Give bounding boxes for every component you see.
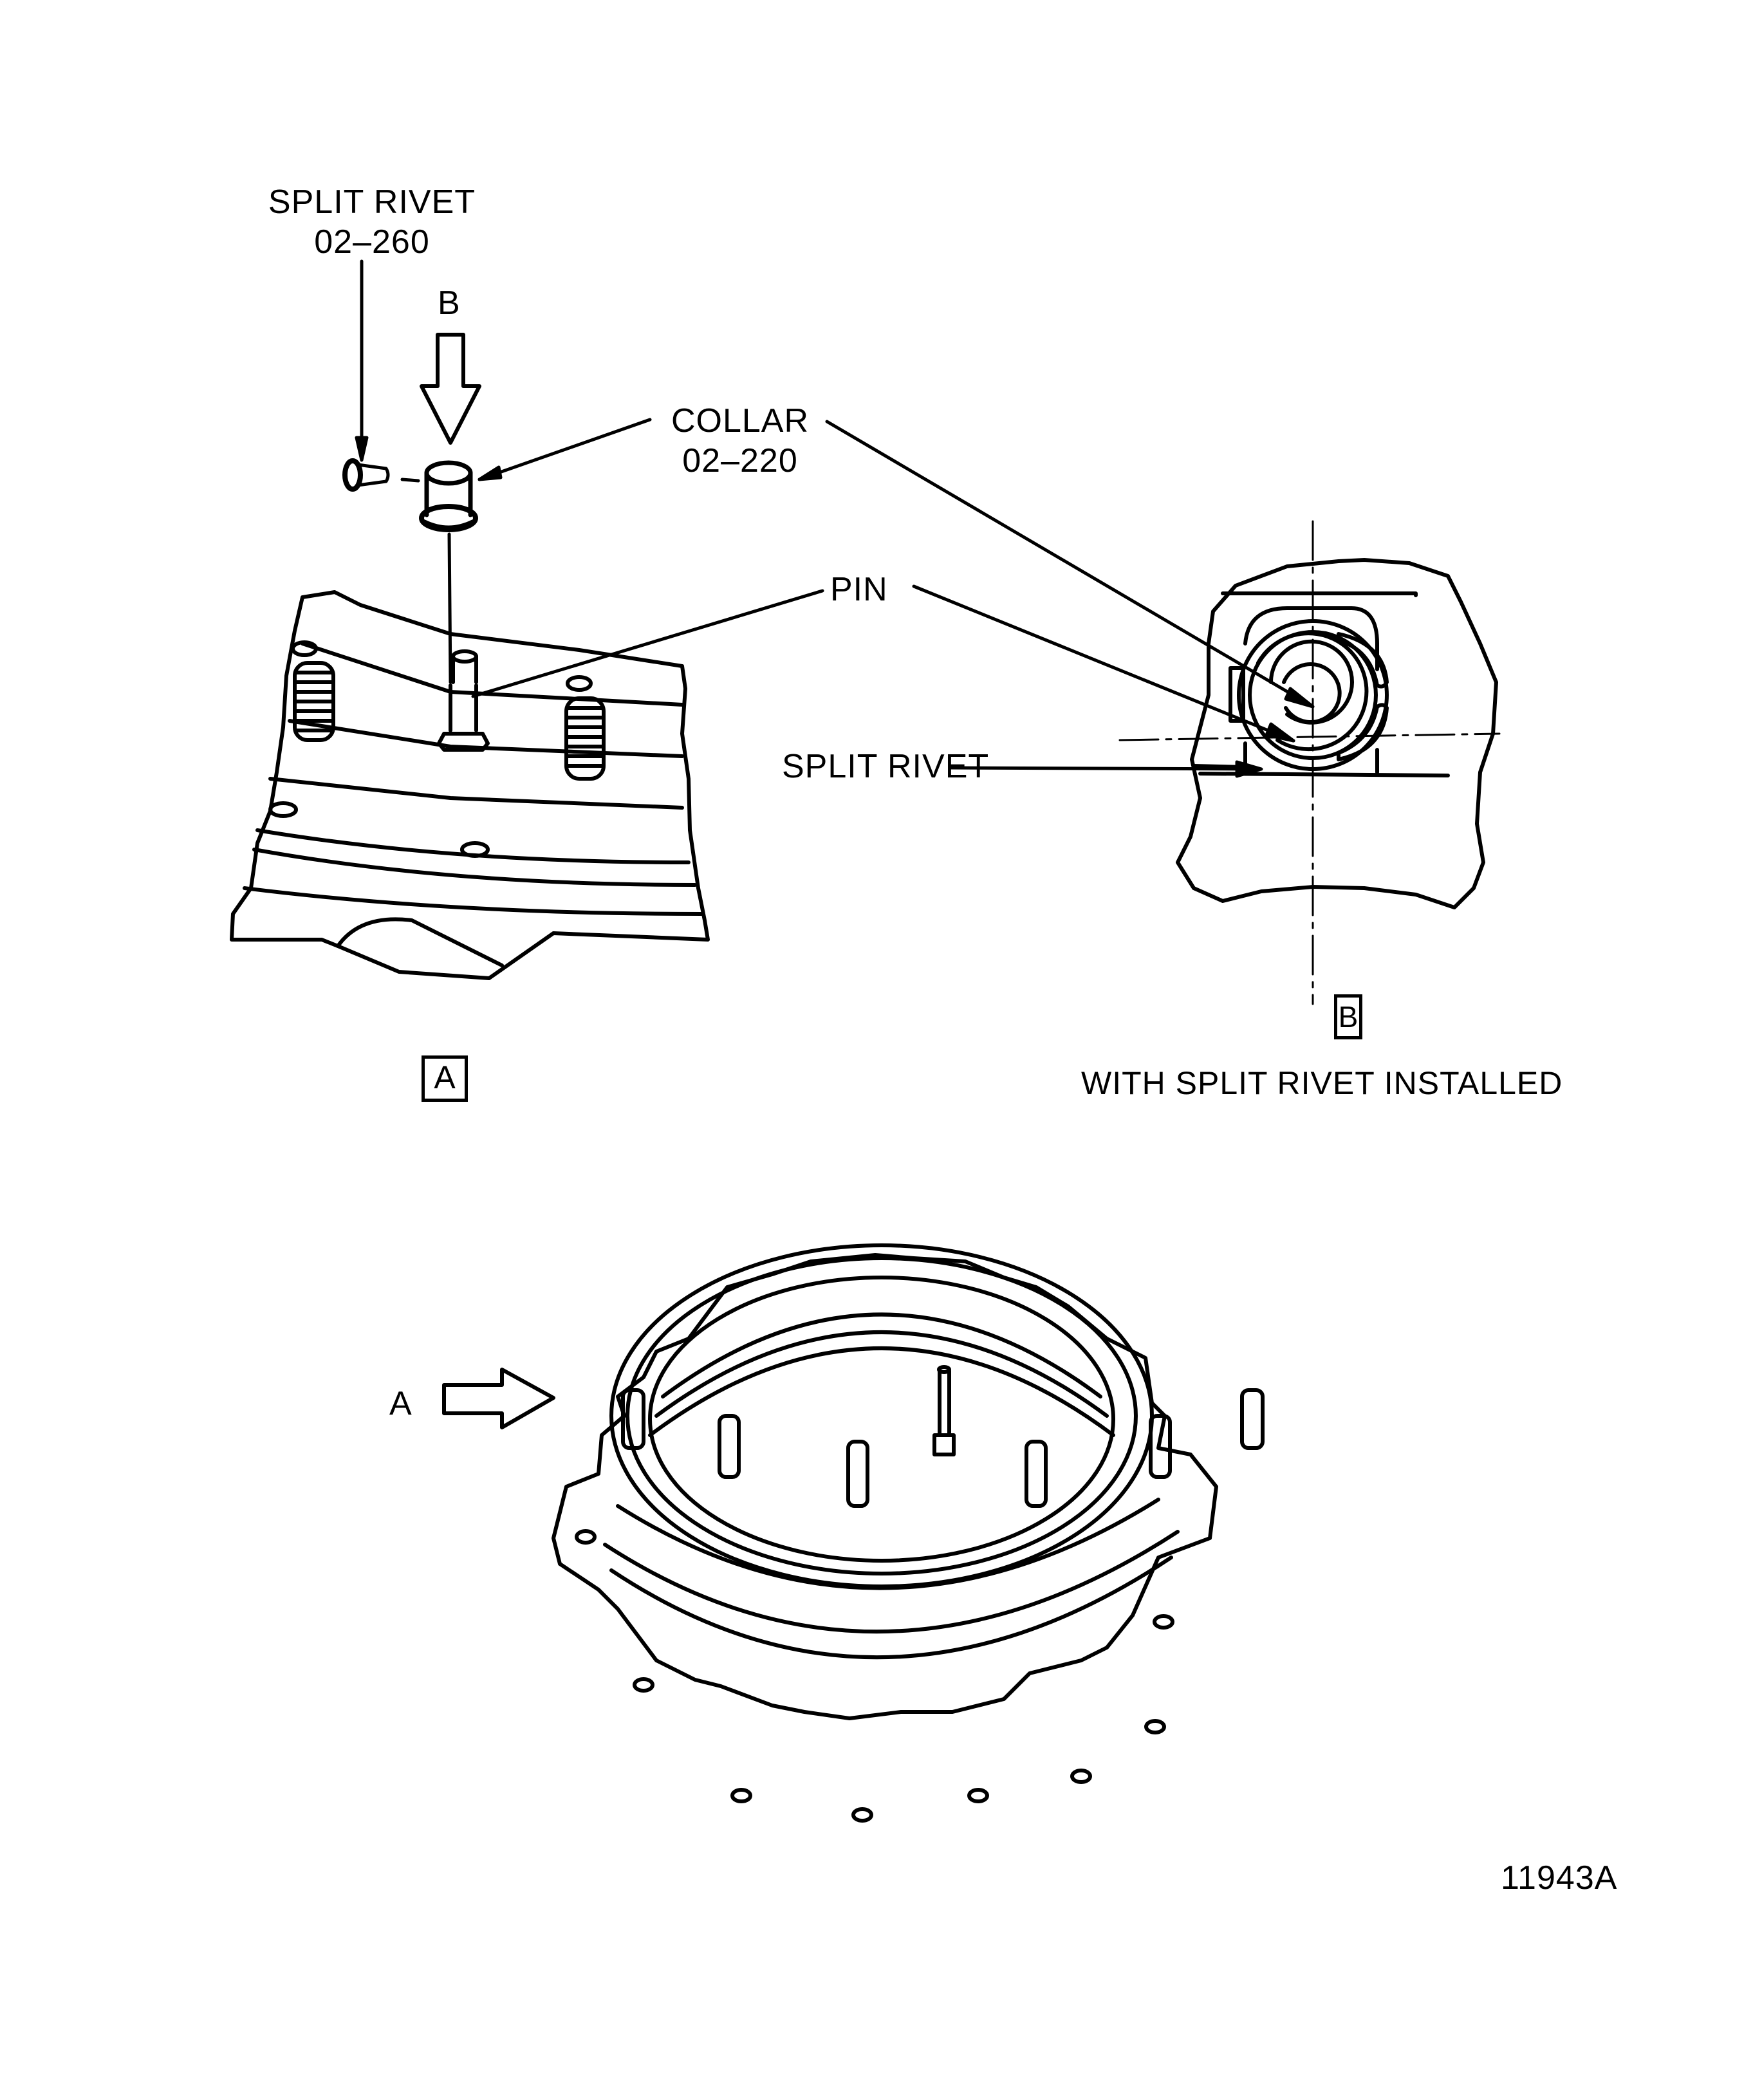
detail-b-drawing <box>1118 520 1501 1005</box>
view-label-a-letter: A <box>434 1059 456 1095</box>
leader-pin-a <box>471 589 824 698</box>
leader-collar-b <box>825 420 1315 709</box>
view-arrow-b-letter: B <box>438 284 461 322</box>
pin-label: PIN <box>830 571 888 608</box>
view-arrow-a-shape <box>442 1368 555 1429</box>
leader-split-rivet-detail <box>949 766 1260 771</box>
view-label-a-box: A <box>422 1055 468 1102</box>
collar-part <box>419 460 478 532</box>
detail-a-drawing <box>230 590 710 980</box>
split-rivet-label: SPLIT RIVET 02–260 <box>250 185 494 259</box>
assembly-springs <box>621 1388 1265 1508</box>
leader-collar-a <box>478 418 652 481</box>
split-rivet-name: SPLIT RIVET <box>268 183 476 221</box>
view-arrow-b-shape <box>420 333 481 445</box>
split-rivet-part-number: 02–260 <box>314 223 430 261</box>
view-b-caption: WITH SPLIT RIVET INSTALLED <box>1081 1065 1563 1101</box>
spring-left <box>293 661 335 742</box>
view-arrow-a-letter: A <box>389 1385 413 1422</box>
spring-right <box>564 696 606 781</box>
assembly-line <box>447 532 452 684</box>
figure-id: 11943A <box>1501 1859 1618 1897</box>
collar-part-number: 02–220 <box>682 442 798 479</box>
split-rivet-detail-label: SPLIT RIVET <box>782 748 990 785</box>
split-rivet-part <box>342 458 390 492</box>
collar-label: COLLAR 02–220 <box>656 404 824 478</box>
assembly-drawing <box>552 1243 1265 1823</box>
centerline-dash <box>400 478 420 483</box>
collar-name: COLLAR <box>671 402 810 440</box>
view-label-b-letter: B <box>1338 1000 1359 1034</box>
view-label-b-box: B <box>1334 994 1362 1039</box>
leader-arrowhead <box>355 436 369 462</box>
pin-part <box>437 649 490 752</box>
